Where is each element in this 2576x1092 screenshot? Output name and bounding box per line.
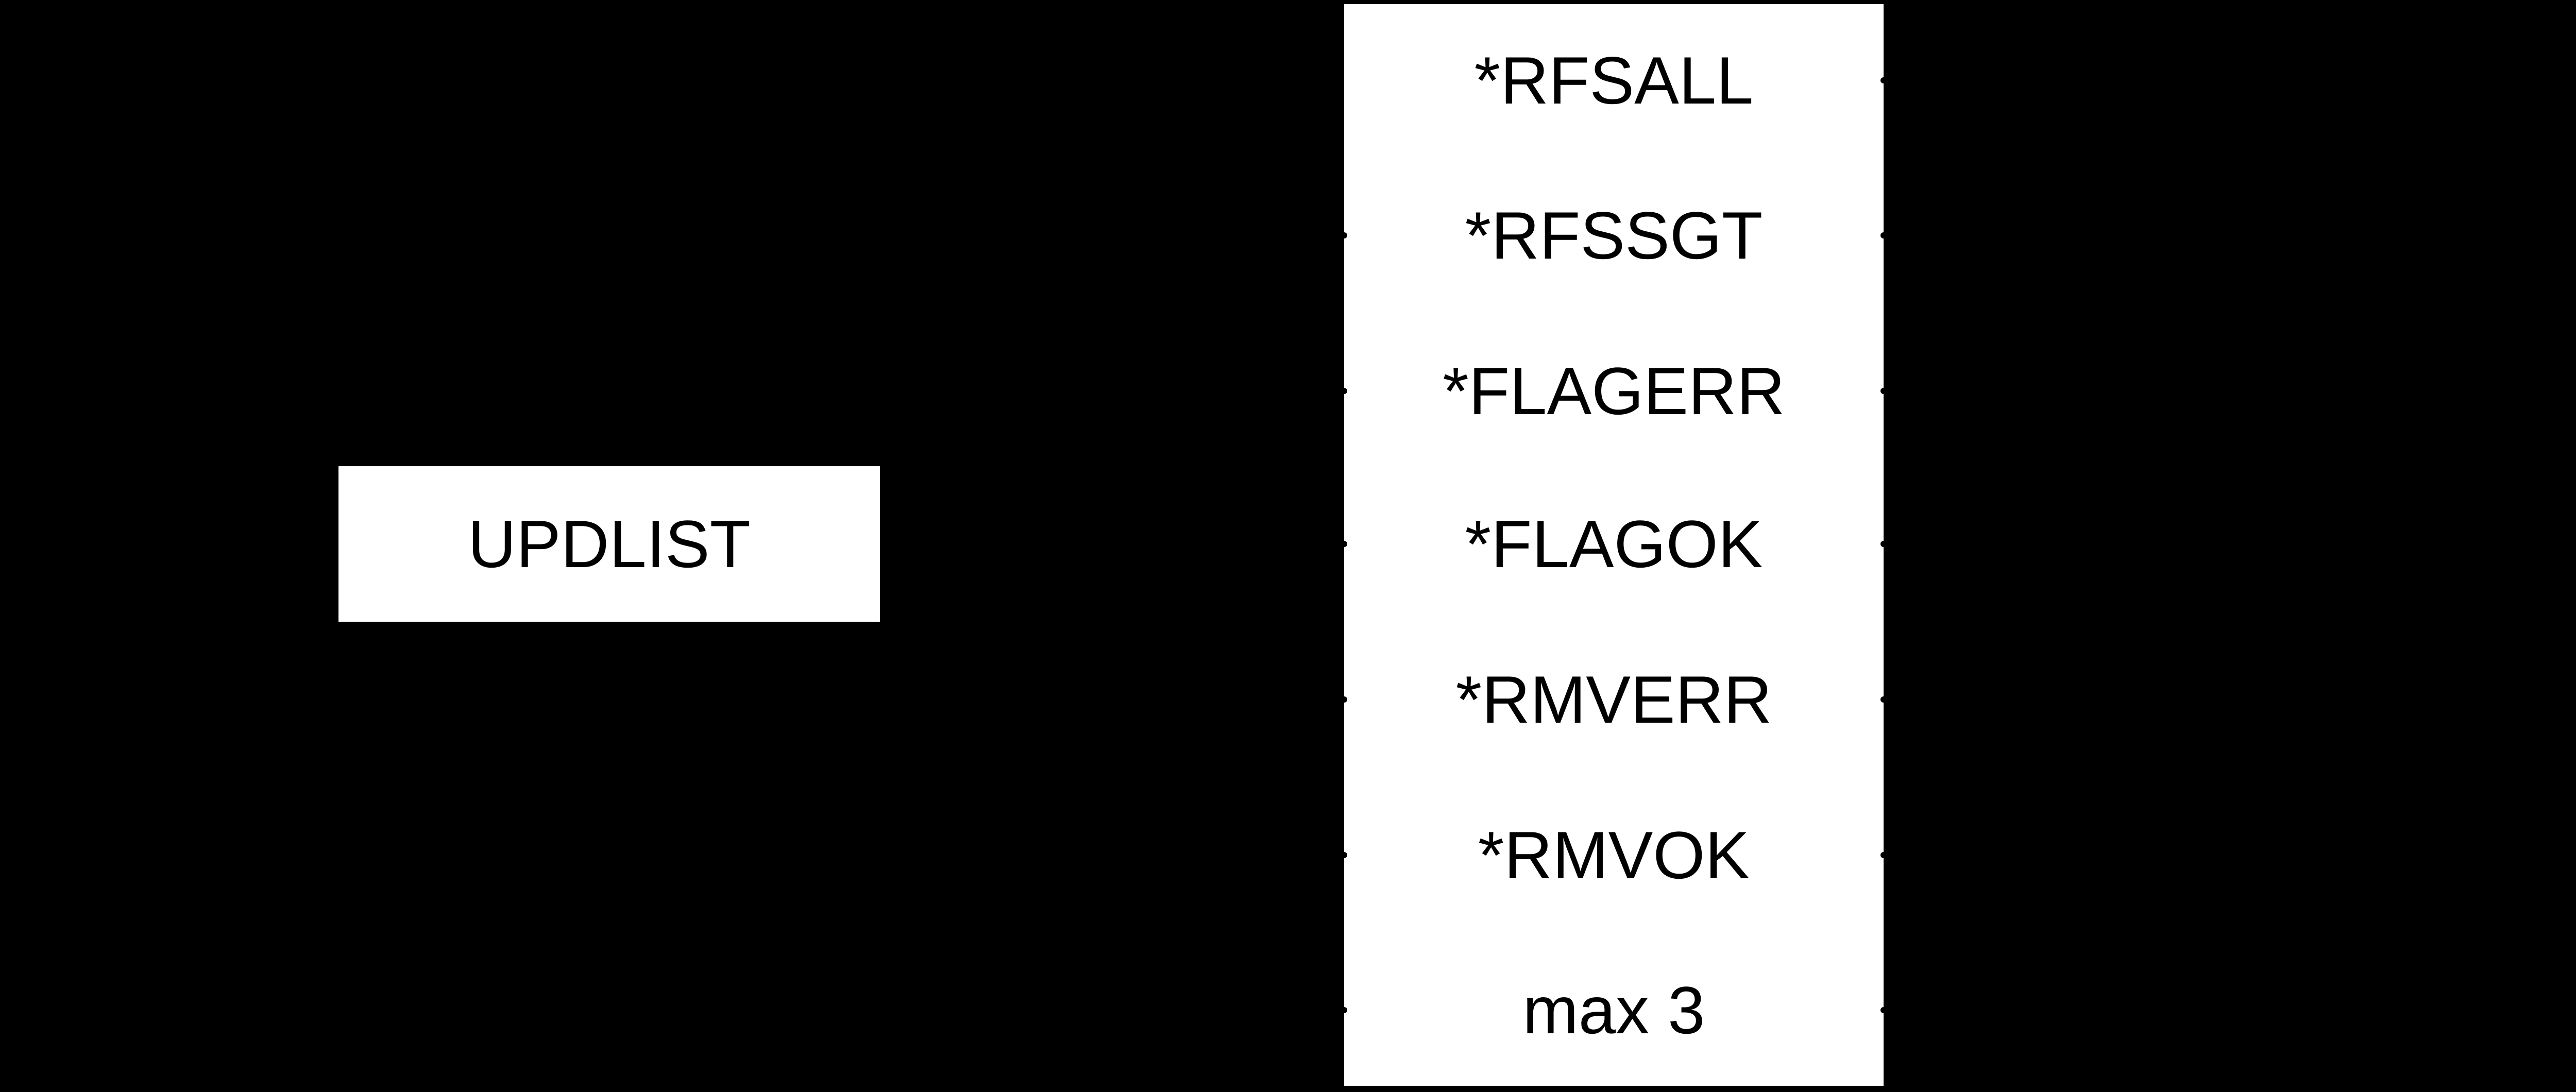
option-flagerr: *FLAGERR xyxy=(1443,353,1785,429)
connector-dot xyxy=(1341,696,1347,703)
updlist-label: UPDLIST xyxy=(467,506,751,582)
connector-dot xyxy=(1341,1007,1347,1013)
option-max-3: max 3 xyxy=(1522,972,1705,1048)
connector-dot xyxy=(1341,852,1347,858)
connector-dot xyxy=(1341,541,1347,547)
options-column: *RFSALL *RFSSGT *FLAGERR *FLAGOK *RMVERR… xyxy=(1341,4,1887,1086)
updlist-command-box: UPDLIST xyxy=(338,466,880,622)
connector-dot xyxy=(1880,77,1887,83)
option-rfssgt: *RFSSGT xyxy=(1465,198,1763,273)
connector-dot xyxy=(1880,232,1887,238)
option-rfsall: *RFSALL xyxy=(1474,43,1754,118)
connector-dot xyxy=(1880,1007,1887,1013)
connector-dot xyxy=(1880,541,1887,547)
connector-dot xyxy=(1880,852,1887,858)
connector-dot xyxy=(1880,388,1887,394)
option-rmvok: *RMVOK xyxy=(1478,817,1750,893)
connector-dot xyxy=(1880,696,1887,703)
connector-dot xyxy=(1341,388,1347,394)
option-rmverr: *RMVERR xyxy=(1455,662,1772,737)
option-flagok: *FLAGOK xyxy=(1465,506,1763,582)
connector-dot xyxy=(1341,232,1347,238)
